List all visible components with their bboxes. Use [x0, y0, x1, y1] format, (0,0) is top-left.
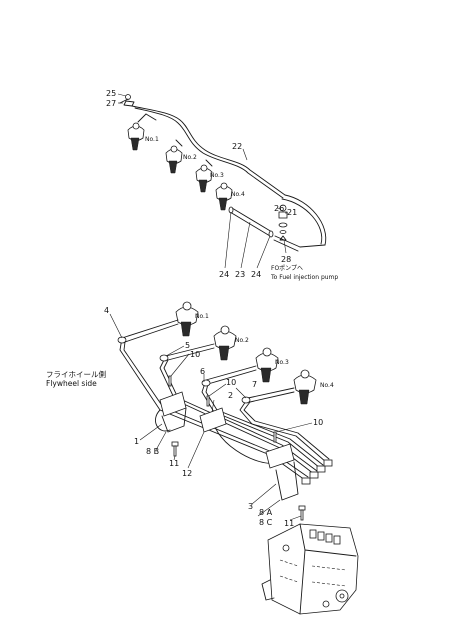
callout-5: 5 — [185, 341, 190, 350]
callout-8c: 8 C — [259, 518, 273, 527]
callout-10c: 10 — [313, 418, 323, 427]
callout-10b: 10 — [226, 378, 236, 387]
bottom-nozzle-1 — [175, 301, 199, 337]
top-assembly: 25 27 22 26 21 28 24 23 24 No.1 No.2 No.… — [106, 89, 338, 281]
callout-11a: 11 — [169, 459, 179, 468]
bottom-leaders — [109, 313, 313, 521]
callout-10a: 10 — [190, 350, 200, 359]
bottom-bolt-11b — [298, 505, 306, 521]
callout-26: 26 — [274, 204, 284, 213]
top-bolt-25-27 — [119, 94, 135, 107]
top-nozzle-label-2: No.2 — [183, 154, 197, 161]
bottom-nozzle-label-1: No.1 — [195, 313, 209, 320]
callout-12: 12 — [182, 469, 192, 478]
bottom-nozzle-label-4: No.4 — [320, 382, 334, 389]
top-nozzle-1 — [127, 113, 147, 151]
top-nozzle-label-1: No.1 — [145, 136, 159, 143]
top-leaders — [117, 93, 288, 269]
callout-28: 28 — [281, 255, 291, 264]
callout-6: 6 — [200, 367, 205, 376]
callout-8a: 8 A — [259, 508, 273, 517]
flywheel-side-jp: フライホイール側 — [46, 369, 106, 379]
top-leakoff-pipe — [131, 105, 327, 248]
bottom-assembly: 4 5 10 6 10 7 2 10 1 8 B 11 12 3 8 A 8 C… — [46, 301, 359, 615]
fuel-injection-pump — [261, 523, 359, 615]
pump-note-en: To Fuel injection pump — [270, 274, 338, 281]
bottom-bolt-11a — [171, 441, 179, 457]
bottom-clamp-3 — [265, 443, 299, 501]
bottom-nozzle-2 — [213, 325, 237, 361]
top-nozzle-2 — [165, 145, 183, 174]
bottom-nozzle-label-2: No.2 — [235, 337, 249, 344]
callout-11b: 11 — [284, 519, 294, 528]
bottom-bolts-10 — [168, 375, 277, 443]
top-pipe-23 — [228, 206, 301, 252]
top-nozzle-3 — [195, 164, 213, 193]
callout-21: 21 — [287, 208, 297, 217]
callout-25: 25 — [106, 89, 116, 98]
bottom-nozzle-label-3: No.3 — [275, 359, 289, 366]
top-nozzle-4 — [215, 182, 233, 211]
callout-7: 7 — [252, 380, 257, 389]
bottom-nozzle-3 — [255, 347, 279, 383]
pump-note-jp: FOポンプへ — [271, 264, 303, 272]
callout-2: 2 — [228, 391, 233, 400]
callout-22: 22 — [232, 142, 242, 151]
callout-4: 4 — [104, 306, 109, 315]
bottom-clamp-1 — [159, 391, 187, 433]
top-banjo-26-21-28 — [278, 204, 288, 241]
flywheel-side-en: Flywheel side — [46, 379, 97, 388]
bottom-nozzle-4 — [293, 369, 317, 405]
callout-3: 3 — [248, 502, 253, 511]
bottom-clamp-2 — [199, 407, 227, 433]
top-nozzle-label-3: No.3 — [210, 172, 224, 179]
callout-24a: 24 — [219, 270, 229, 279]
top-nozzle-label-4: No.4 — [231, 191, 245, 198]
callout-8b: 8 B — [146, 447, 159, 456]
callout-1: 1 — [134, 437, 139, 446]
callout-23: 23 — [235, 270, 245, 279]
callout-24b: 24 — [251, 270, 261, 279]
callout-27: 27 — [106, 99, 116, 108]
